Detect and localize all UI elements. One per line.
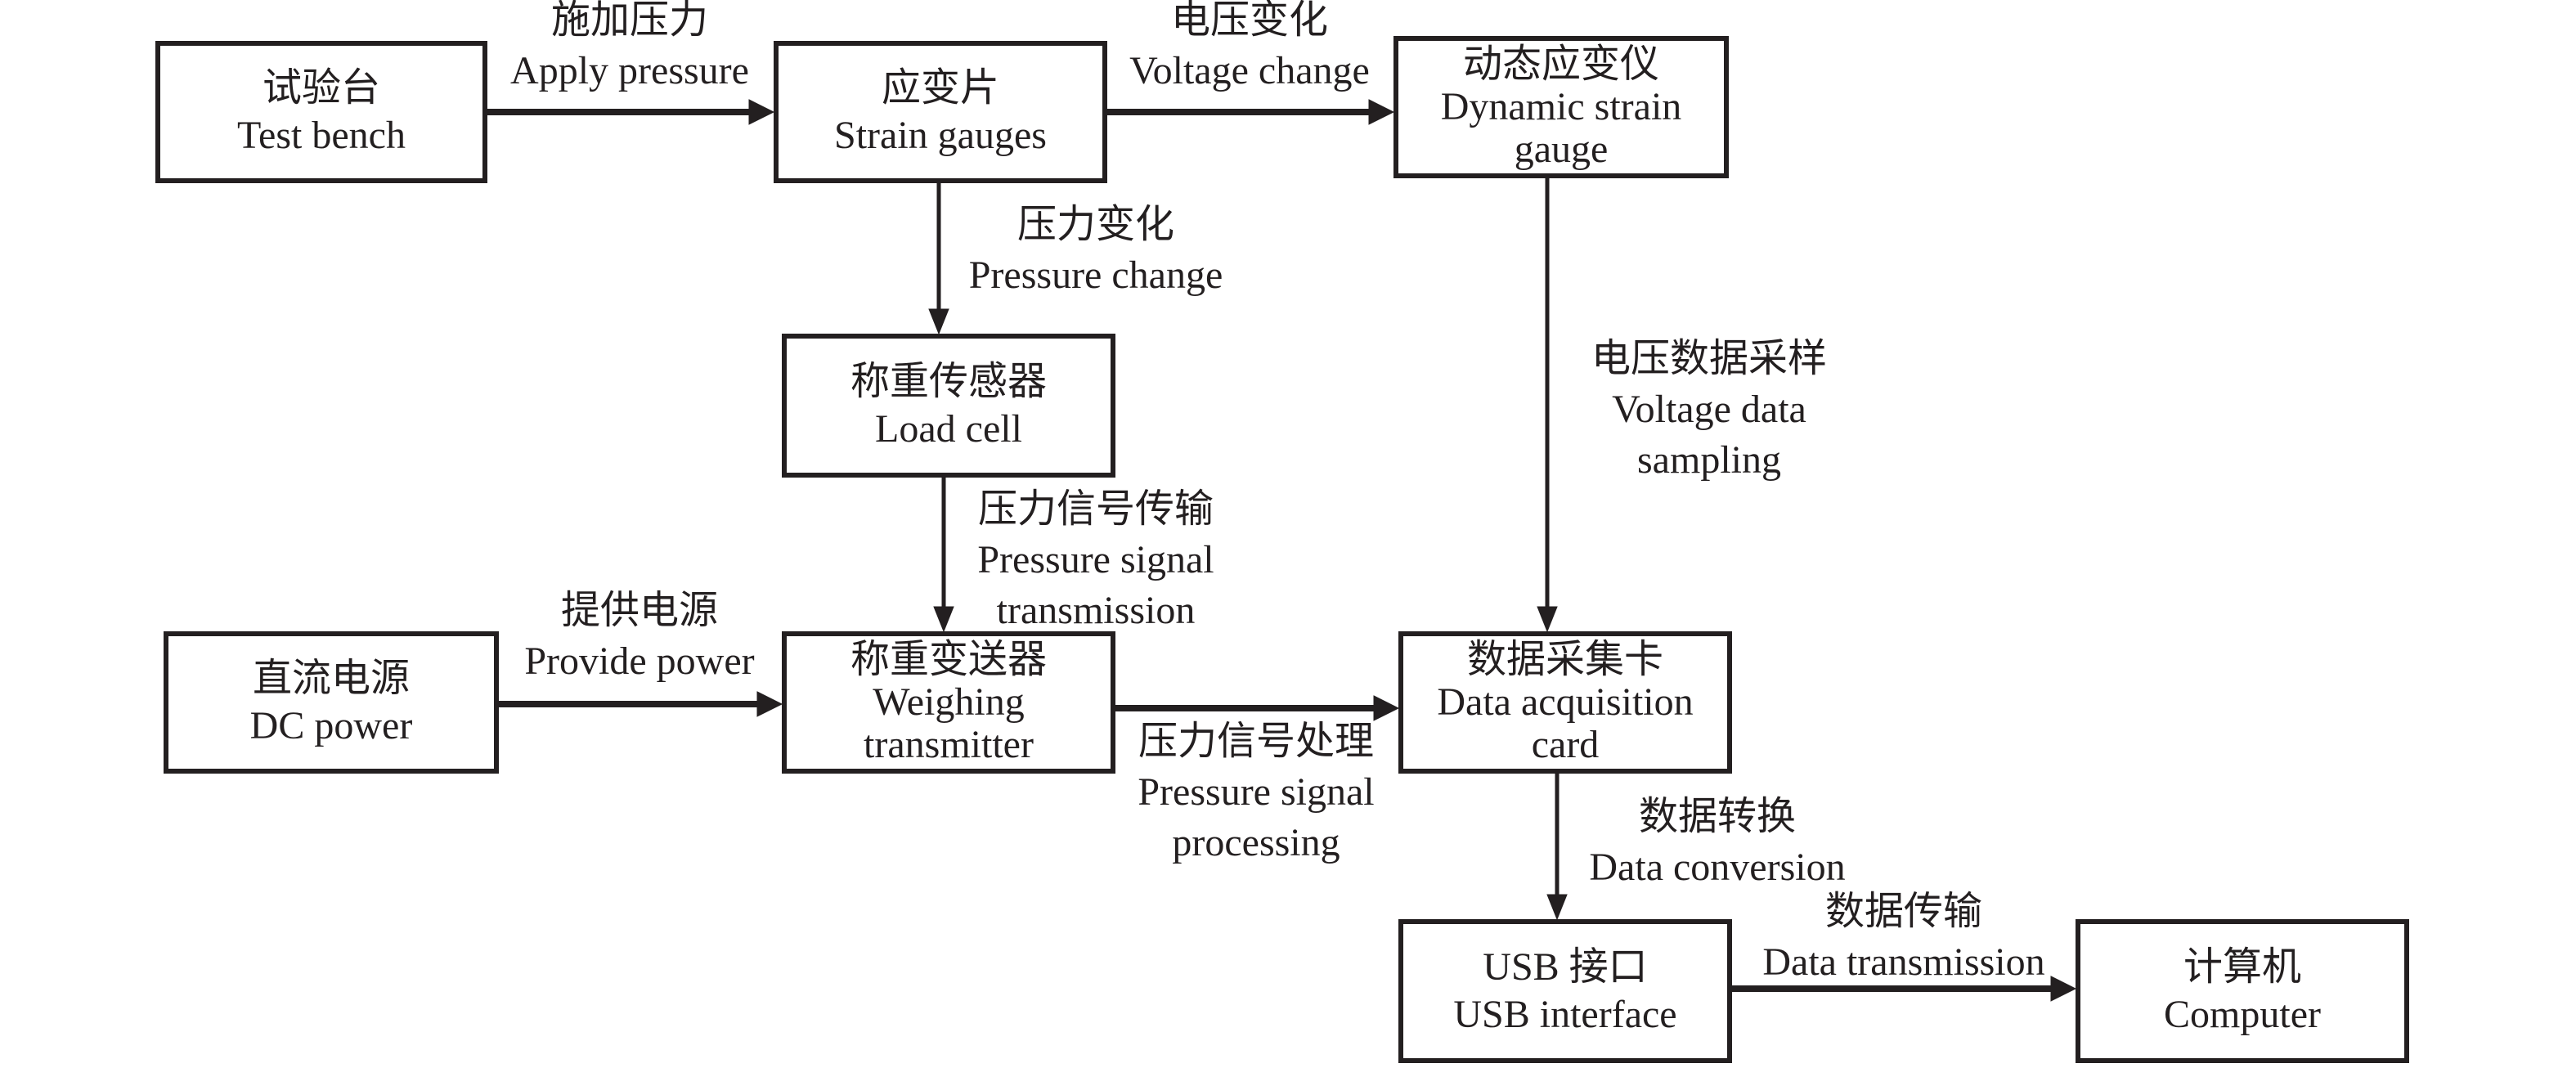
edge-label-en-line2: processing bbox=[1172, 821, 1340, 864]
arrowhead-icon bbox=[1373, 695, 1400, 721]
node-label-en: Load cell bbox=[875, 407, 1022, 451]
edge-label-en: Pressure signal bbox=[1138, 770, 1375, 814]
node-label-zh: 称重变送器 bbox=[850, 638, 1047, 681]
arrowhead-icon bbox=[756, 691, 783, 717]
arrowhead-icon bbox=[1537, 606, 1558, 633]
edge-label-en: Apply pressure bbox=[510, 49, 749, 92]
node-label-en: Strain gauges bbox=[834, 114, 1047, 157]
edge-label-en: Pressure change bbox=[968, 254, 1223, 297]
arrowhead-icon bbox=[1368, 99, 1395, 125]
edge-label-en: Voltage data bbox=[1612, 388, 1806, 431]
edge-label-data-transmission: 数据传输 Data transmission bbox=[1734, 886, 2074, 988]
node-label-zh: 计算机 bbox=[2183, 945, 2301, 989]
edge-label-zh: 电压变化 bbox=[1170, 0, 1328, 42]
node-usb-interface: USB 接口 USB interface bbox=[1398, 919, 1732, 1063]
edge-label-provide-power: 提供电源 Provide power bbox=[500, 586, 779, 687]
node-label-en-line2: gauge bbox=[1514, 128, 1609, 171]
edge-label-zh: 压力变化 bbox=[1016, 203, 1174, 246]
node-label-en-line2: transmitter bbox=[864, 723, 1034, 766]
arrowhead-icon bbox=[928, 308, 949, 335]
node-load-cell: 称重传感器 Load cell bbox=[782, 334, 1115, 478]
arrowhead-icon bbox=[1546, 894, 1568, 921]
node-label-en: Dynamic strain bbox=[1440, 85, 1682, 128]
node-label-zh: 称重传感器 bbox=[850, 360, 1047, 403]
node-label-en: Computer bbox=[2164, 993, 2321, 1036]
edge-label-zh: 提供电源 bbox=[560, 589, 718, 632]
edge-label-pressure-change: 压力变化 Pressure change bbox=[940, 200, 1251, 301]
node-label-en-line2: card bbox=[1531, 723, 1600, 766]
edge-label-en-line2: sampling bbox=[1637, 438, 1781, 482]
node-data-acquisition-card: 数据采集卡 Data acquisition card bbox=[1398, 631, 1732, 774]
edge-label-zh: 压力信号传输 bbox=[977, 487, 1214, 531]
edge-label-apply-pressure: 施加压力 Apply pressure bbox=[491, 0, 769, 96]
arrowhead-icon bbox=[748, 99, 775, 125]
arrowhead-icon bbox=[933, 606, 954, 633]
edge-label-zh: 数据传输 bbox=[1824, 890, 1982, 933]
edge-label-zh: 电压数据采样 bbox=[1591, 337, 1827, 380]
node-label-en: USB interface bbox=[1453, 993, 1677, 1036]
node-label-zh: 直流电源 bbox=[252, 657, 410, 700]
edge-label-en: Data conversion bbox=[1589, 846, 1846, 889]
node-weighing-transmitter: 称重变送器 Weighing transmitter bbox=[782, 631, 1115, 774]
node-label-zh: 数据采集卡 bbox=[1466, 638, 1663, 681]
edge-label-voltage-sampling: 电压数据采样 Voltage data sampling bbox=[1562, 334, 1856, 486]
edge-label-zh: 数据转换 bbox=[1638, 795, 1796, 838]
node-computer: 计算机 Computer bbox=[2076, 919, 2409, 1063]
edge-label-en: Voltage change bbox=[1129, 49, 1370, 92]
edge-label-zh: 施加压力 bbox=[550, 0, 708, 42]
edge-label-data-conversion: 数据转换 Data conversion bbox=[1562, 792, 1873, 893]
node-dc-power: 直流电源 DC power bbox=[164, 631, 499, 774]
arrowhead-icon bbox=[2050, 976, 2077, 1002]
edge-label-zh: 压力信号处理 bbox=[1138, 720, 1374, 763]
node-test-bench: 试验台 Test bench bbox=[155, 41, 487, 183]
node-label-en: Data acquisition bbox=[1437, 680, 1694, 724]
edge-label-en: Pressure signal bbox=[977, 538, 1214, 581]
node-strain-gauges: 应变片 Strain gauges bbox=[774, 41, 1107, 183]
node-label-zh: USB 接口 bbox=[1483, 945, 1648, 989]
edge-label-en: Data transmission bbox=[1762, 940, 2045, 984]
edge-label-pressure-signal-processing: 压力信号处理 Pressure signal processing bbox=[1115, 716, 1397, 868]
edge-label-voltage-change: 电压变化 Voltage change bbox=[1109, 0, 1390, 96]
node-label-en: Test bench bbox=[237, 114, 406, 157]
edge-label-pressure-signal-transmission: 压力信号传输 Pressure signal transmission bbox=[949, 484, 1243, 636]
edge-label-en-line2: transmission bbox=[996, 589, 1196, 632]
node-label-zh: 应变片 bbox=[881, 66, 999, 110]
node-label-zh: 试验台 bbox=[262, 66, 380, 110]
edge-label-en: Provide power bbox=[524, 639, 755, 683]
node-dynamic-strain-gauge: 动态应变仪 Dynamic strain gauge bbox=[1393, 36, 1729, 178]
node-label-zh: 动态应变仪 bbox=[1462, 43, 1659, 86]
node-label-en: Weighing bbox=[873, 680, 1025, 724]
node-label-en: DC power bbox=[249, 704, 413, 747]
